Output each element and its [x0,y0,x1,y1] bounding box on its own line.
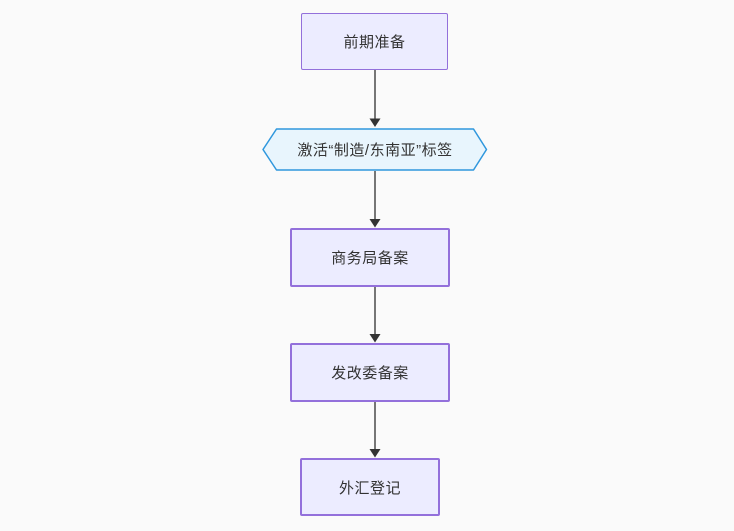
flow-node-activate-label-text: 激活“制造/东南亚”标签 [297,142,453,159]
edge-activate-to-commerce [369,171,381,228]
flow-node-activate-label: 激活“制造/东南亚”标签 [262,128,488,171]
flow-node-ndrc-filing-label: 发改委备案 [331,365,409,382]
edge-commerce-to-ndrc [369,287,381,343]
flow-node-forex-registration: 外汇登记 [300,458,440,516]
flow-node-prep: 前期准备 [301,13,448,70]
edge-ndrc-to-forex [369,402,381,458]
edge-prep-to-activate [369,70,381,127]
flow-node-commerce-filing: 商务局备案 [290,228,450,287]
flow-node-forex-registration-label: 外汇登记 [338,479,401,497]
hexagon-shape [262,128,488,171]
flow-node-commerce-filing-label: 商务局备案 [331,250,409,267]
flow-node-ndrc-filing: 发改委备案 [290,343,450,402]
flow-node-prep-label: 前期准备 [343,34,406,51]
